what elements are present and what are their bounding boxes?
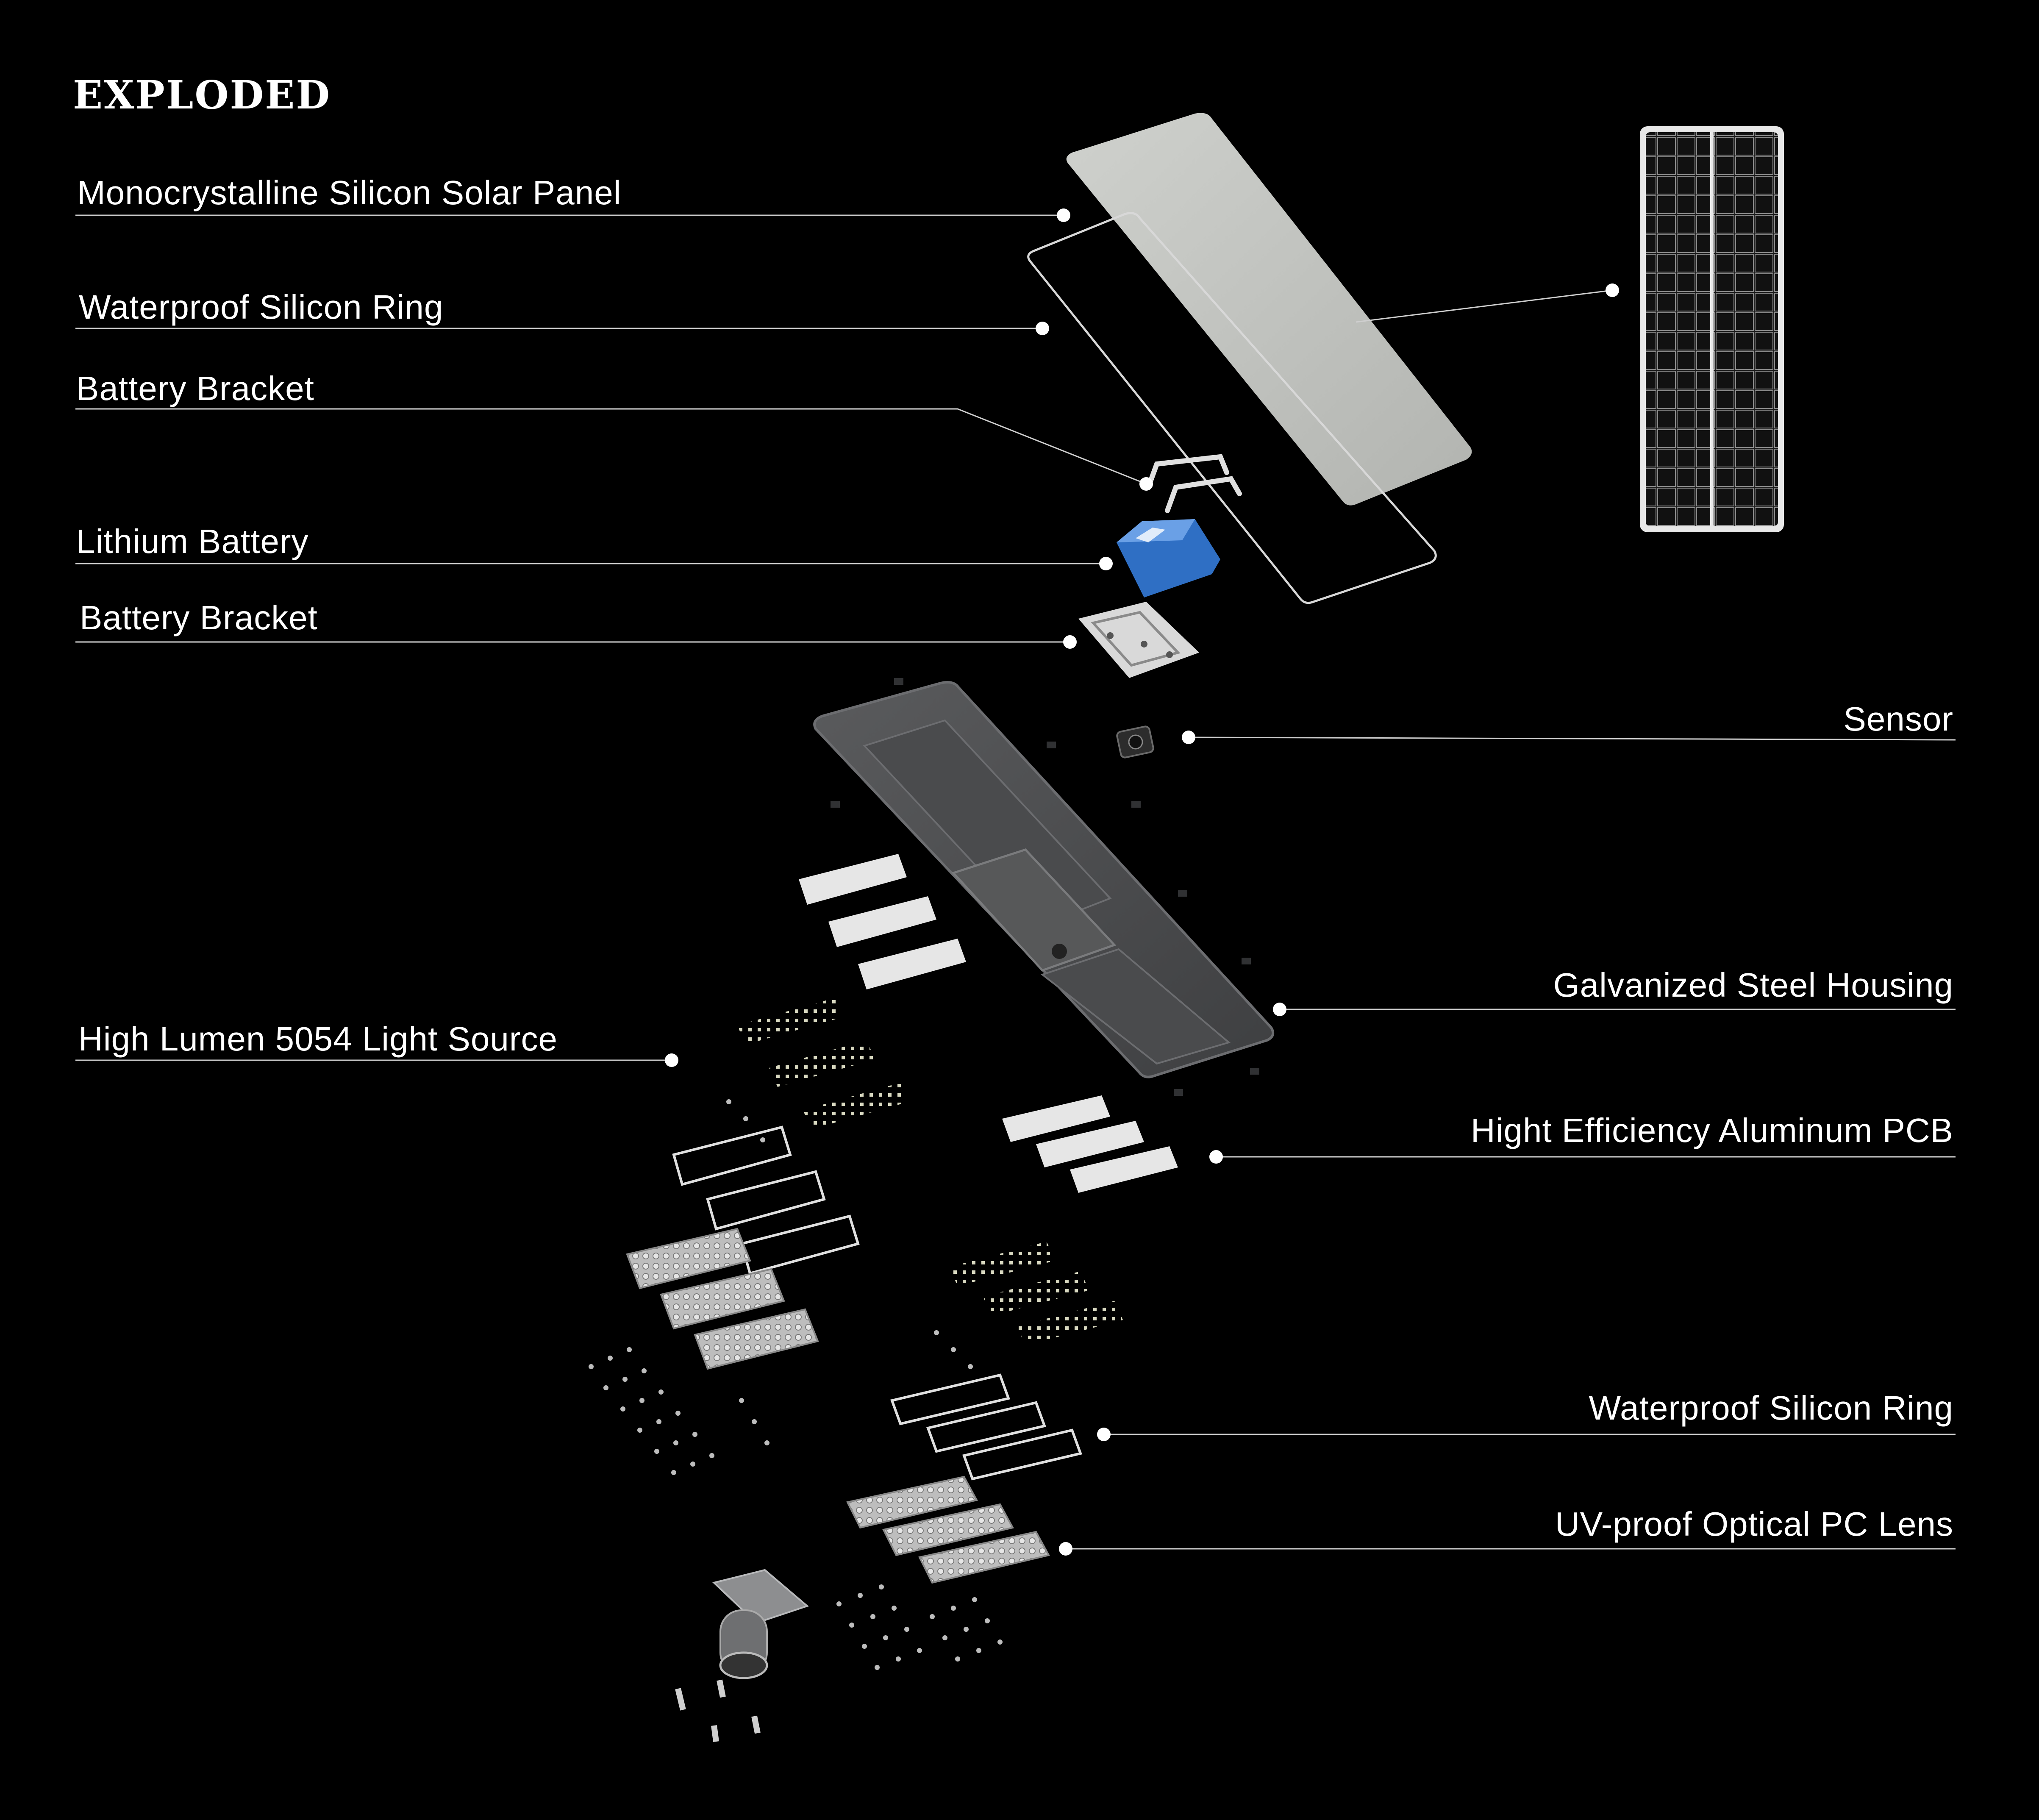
leader-battery-bracket-top xyxy=(75,408,1147,485)
diagram-title: EXPLODED xyxy=(73,72,331,118)
leader-sensor xyxy=(1188,736,1956,741)
pcb-plates-left xyxy=(799,854,966,989)
label-battery-bracket-bottom: Battery Bracket xyxy=(80,599,318,636)
label-light-source: High Lumen 5054 Light Source xyxy=(78,1020,558,1058)
pcb-plates-right xyxy=(1002,1095,1178,1193)
silicon-ring-left-group xyxy=(672,1125,860,1275)
battery-bracket-top-part xyxy=(1146,454,1242,513)
housing-part xyxy=(813,678,1275,1096)
label-sensor: Sensor xyxy=(1843,700,1953,738)
lens-left-group xyxy=(626,1228,819,1370)
lithium-battery-part xyxy=(1117,519,1220,597)
optical-lens-part xyxy=(846,1475,1050,1584)
label-silicon-ring-top: Waterproof Silicon Ring xyxy=(79,288,444,326)
leader-front-panel xyxy=(1356,289,1613,323)
label-housing: Galvanized Steel Housing xyxy=(1553,966,1953,1004)
label-pcb: Hight Efficiency Aluminum PCB xyxy=(1470,1111,1953,1149)
led-arrays xyxy=(737,998,1123,1345)
pole-mount-part xyxy=(675,1569,809,1742)
label-battery-bracket-top: Battery Bracket xyxy=(76,370,314,407)
leader-lines xyxy=(75,214,1956,1550)
label-solar-panel: Monocrystalline Silicon Solar Panel xyxy=(77,174,622,211)
sensor-part xyxy=(1116,725,1154,759)
scattered-screws xyxy=(589,1099,1003,1670)
label-lithium-battery: Lithium Battery xyxy=(76,522,309,560)
leader-dots xyxy=(665,208,1619,1556)
label-lens: UV-proof Optical PC Lens xyxy=(1555,1505,1953,1543)
silicon-ring-top-part xyxy=(1027,212,1437,604)
label-silicon-ring-bottom: Waterproof Silicon Ring xyxy=(1589,1389,1953,1427)
solar-panel-part xyxy=(1066,113,1472,506)
solar-panel-front-view xyxy=(1640,126,1784,532)
battery-bracket-bottom-part xyxy=(1078,602,1199,678)
silicon-ring-bottom-part xyxy=(890,1373,1082,1481)
